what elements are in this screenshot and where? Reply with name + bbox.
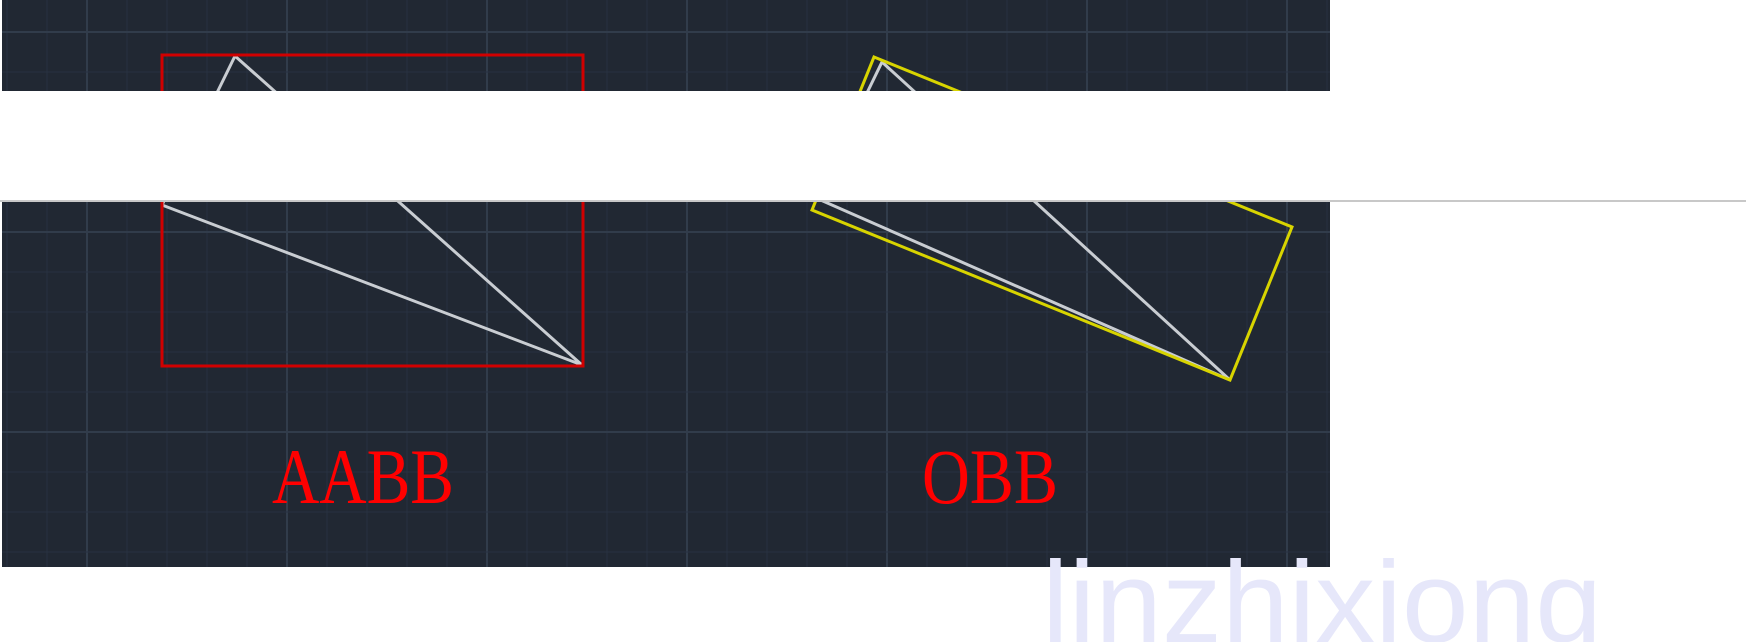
- separator-line: [0, 200, 1746, 202]
- obb-label: OBB: [922, 433, 1058, 520]
- aabb-label: AABB: [272, 433, 454, 520]
- watermark: linzhixiong: [1042, 537, 1602, 642]
- separator-band: [0, 91, 1746, 201]
- cad-canvas-background: [2, 0, 1330, 567]
- aabb-bounding-box: [160, 53, 585, 368]
